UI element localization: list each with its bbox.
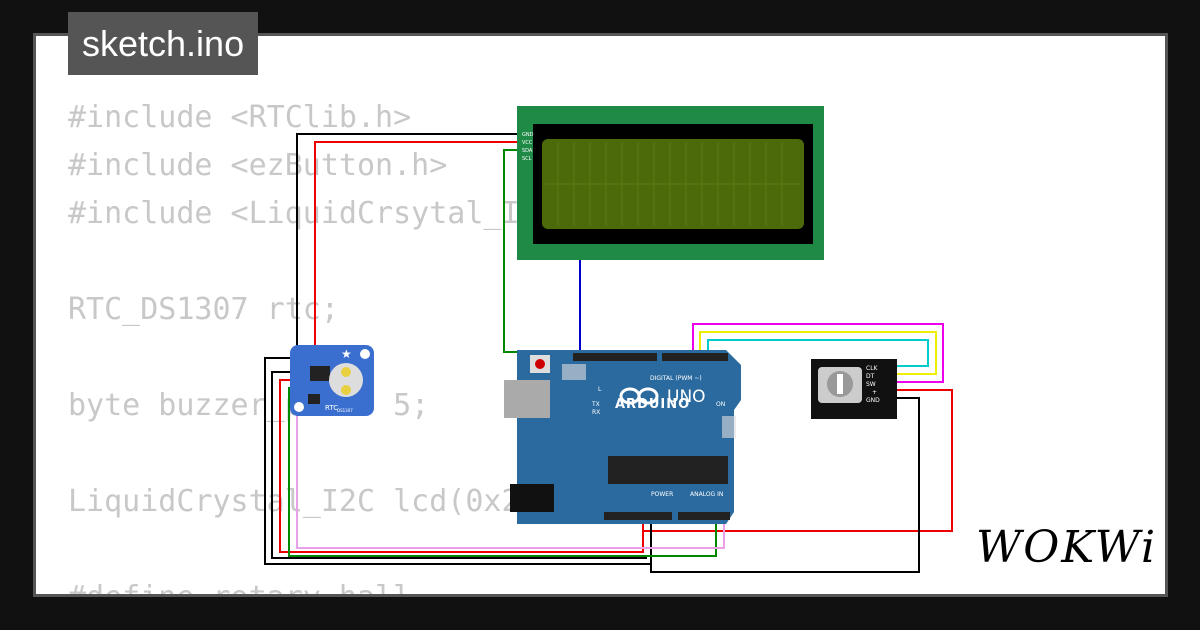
encoder-pin-sw: SW: [866, 381, 876, 388]
wire-black: [296, 133, 520, 358]
file-tab[interactable]: sketch.ino: [68, 12, 259, 75]
code-line: #define rotary_hall: [68, 574, 700, 594]
star-icon: ★: [341, 347, 352, 361]
wire-black-rtc-2: [271, 371, 647, 559]
mount-hole: [360, 349, 370, 359]
encoder-pin-dt: DT: [866, 373, 875, 380]
infinity-logo-icon: [619, 387, 659, 405]
power-label: POWER: [651, 491, 673, 498]
wire-cyan: [707, 339, 929, 367]
power-jack: [510, 484, 554, 512]
arduino-model: UNO: [667, 387, 706, 407]
on-label: ON: [716, 401, 725, 408]
lcd-display[interactable]: GND VCC SDA SCL: [517, 106, 824, 260]
tx-label: TX: [591, 401, 600, 408]
lcd-pin-vcc: VCC: [522, 140, 533, 146]
battery-holder: [329, 363, 363, 397]
l-led-label: L: [598, 386, 602, 393]
rtc-sub: DS1307: [337, 408, 353, 413]
code-line: #include <RTClib.h>: [68, 100, 412, 135]
analog-label: ANALOG IN: [690, 491, 723, 498]
encoder-pin-clk: CLK: [866, 365, 879, 372]
lcd-pin-sda: SDA: [522, 148, 533, 154]
analog-header: [678, 512, 730, 520]
lcd-pin-scl: SCL: [522, 156, 532, 162]
wokwi-logo: WOKWi: [976, 522, 1158, 573]
icsp-header: [562, 364, 586, 380]
wire-yellow: [699, 331, 937, 375]
digital-header-right: [662, 353, 728, 361]
digital-header-left: [573, 353, 657, 361]
wire-red-rtc: [279, 379, 644, 553]
rtc-chip: [310, 366, 330, 381]
usb-port: [504, 380, 550, 418]
encoder-pin-plus: +: [872, 389, 877, 396]
lcd-grid: [545, 142, 801, 226]
atmega-chip: [608, 456, 728, 484]
wire-black-rtc: [264, 357, 652, 565]
arduino-uno[interactable]: ARDUINO UNO DIGITAL (PWM ~) POWER ANALOG…: [504, 350, 741, 524]
arduino-brand: ARDUINO: [615, 397, 690, 412]
mount-hole: [294, 402, 304, 412]
encoder-pin-gnd: GND: [866, 397, 880, 404]
wires: [264, 133, 953, 573]
digital-label: DIGITAL (PWM ~): [650, 375, 702, 382]
lcd-pin-gnd: GND: [522, 132, 534, 138]
rtc-label: RTC: [325, 404, 338, 412]
power-header: [604, 512, 672, 520]
code-line: RTC_DS1307 rtc;: [68, 292, 339, 327]
code-line: #include <ezButton.h>: [68, 148, 448, 183]
rtc-module[interactable]: ★ RTC DS1307: [290, 345, 374, 416]
wire-magenta: [692, 323, 944, 383]
icsp-header-2: [722, 416, 736, 438]
rotary-encoder[interactable]: CLK DT SW + GND: [811, 359, 897, 419]
wire-red-lcd: [314, 141, 520, 358]
rx-label: RX: [592, 409, 600, 416]
